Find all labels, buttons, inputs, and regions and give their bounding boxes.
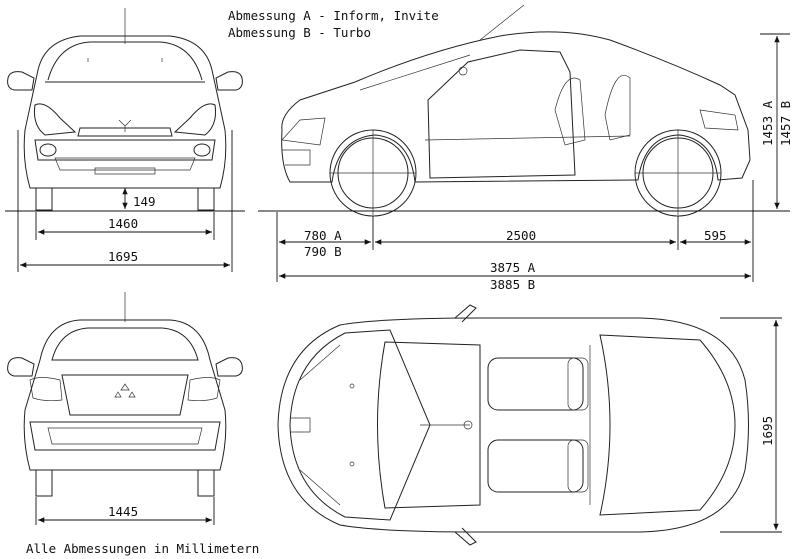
side-height-a: 1453 A [760, 100, 775, 146]
rear-overhang: 595 [704, 228, 727, 243]
legend-line-b: Abmessung B - Turbo [228, 25, 371, 40]
rear-view [7, 292, 243, 497]
front-track-width: 1460 [108, 216, 138, 231]
wheelbase: 2500 [506, 228, 536, 243]
front-overhang-b: 790 B [304, 244, 342, 259]
legend-line-a: Abmessung A - Inform, Invite [228, 8, 439, 23]
top-view [277, 304, 749, 546]
length-b: 3885 B [490, 277, 535, 292]
top-overall-width: 1695 [760, 416, 775, 446]
side-view [281, 4, 751, 217]
front-view [7, 8, 243, 211]
footer-note: Alle Abmessungen in Millimetern [26, 541, 259, 556]
length-a: 3875 A [490, 260, 536, 275]
side-height-b: 1457 B [778, 101, 793, 146]
front-ground-clearance: 149 [133, 194, 156, 209]
front-overall-width: 1695 [108, 249, 138, 264]
front-overhang-a: 780 A [304, 228, 342, 243]
rear-track-width: 1445 [108, 504, 138, 519]
